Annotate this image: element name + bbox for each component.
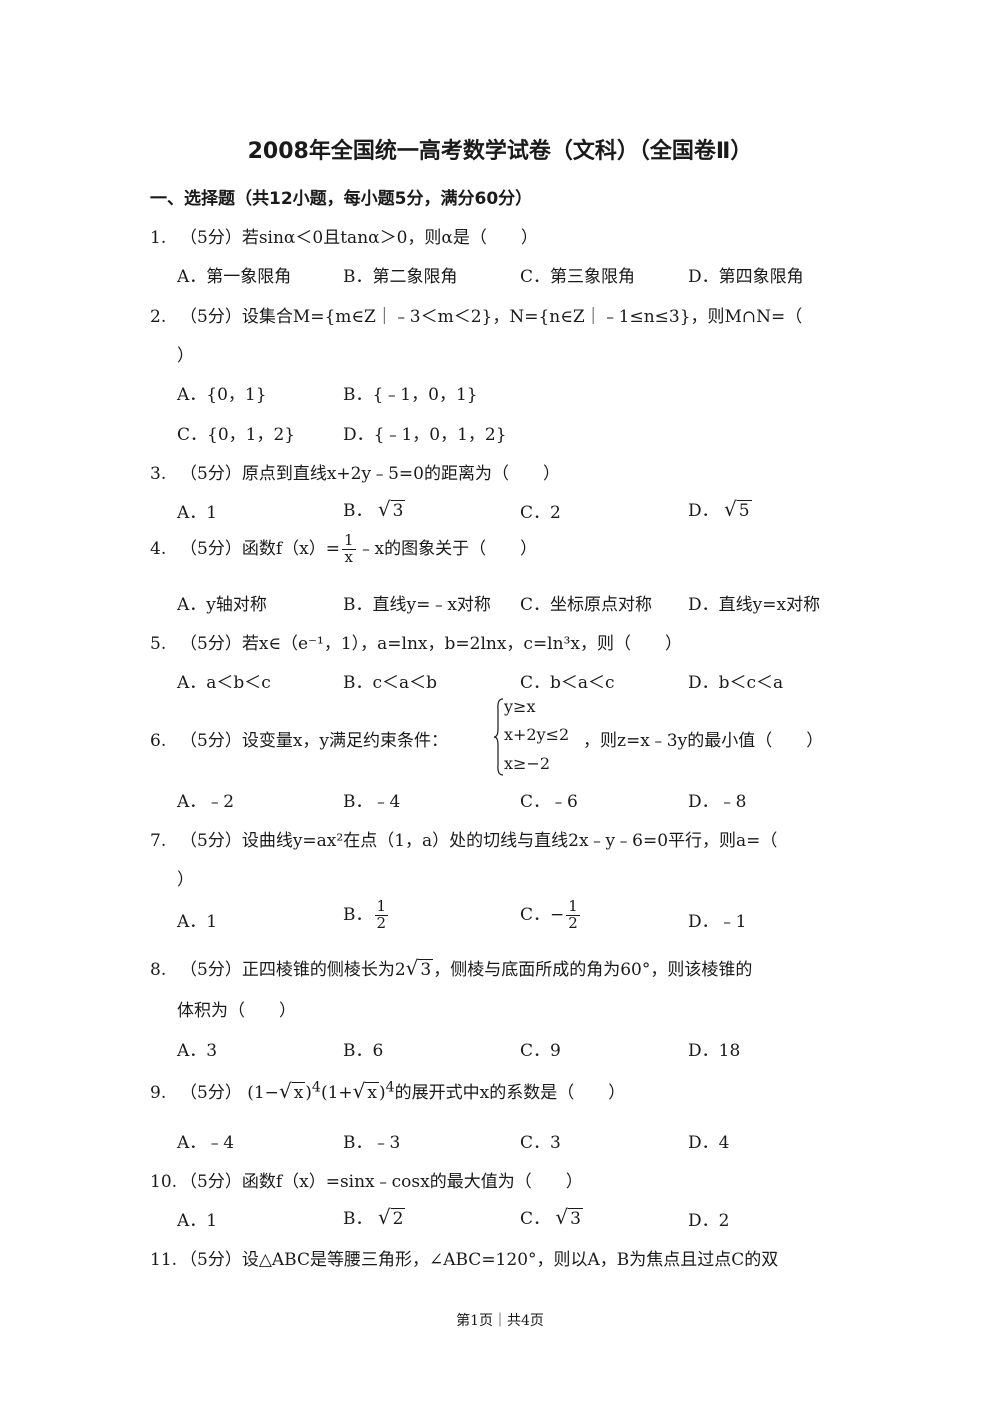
question-1: 1. （5分）若sinα＜0且tanα＞0，则α是（ ） (150, 223, 538, 248)
option-d: D．直线y=x对称 (688, 595, 821, 615)
question-continuation: ） (177, 870, 194, 890)
option-b: B．﹣3 (343, 1133, 401, 1153)
option-a: A．第一象限角 (177, 267, 292, 287)
option-c: C．﹣6 (520, 792, 578, 812)
option-c: C．坐标原点对称 (520, 595, 653, 615)
option-c: C． √3 (520, 1205, 583, 1229)
section-heading: 一、选择题（共12小题，每小题5分，满分60分） (150, 189, 533, 209)
question-10: 10.（5分）函数f（x）=sinx﹣cosx的最大值为（ ） (150, 1167, 583, 1192)
left-brace-icon (494, 698, 504, 776)
question-6-tail: ，则z=x﹣3y的最小值（ ） (583, 731, 824, 751)
option-b: B．6 (343, 1041, 384, 1061)
option-b: B． √3 (343, 497, 406, 521)
question-number: 4. (150, 538, 167, 559)
page-footer: 第1页｜共4页 (456, 1313, 544, 1329)
option-d: D．{﹣1，0，1，2} (343, 425, 507, 445)
sqrt-expression: √3 (555, 1205, 583, 1229)
constraint-system: y≥x x+2y≤2 x≥−2 (494, 697, 594, 777)
question-text: （5分）原点到直线x+2y﹣5=0的距离为（ ） (180, 464, 560, 484)
question-number: 10. (150, 1172, 178, 1192)
option-b: B．c＜a＜b (343, 673, 438, 693)
sqrt-expression: √2 (377, 1205, 406, 1229)
option-d: D． √5 (688, 497, 752, 521)
option-b: B．﹣4 (343, 792, 401, 812)
option-a: A．1 (177, 1211, 218, 1231)
question-text: （5分）设曲线y=ax²在点（1，a）处的切线与直线2x﹣y﹣6=0平行，则a=… (180, 831, 778, 851)
question-continuation: ） (177, 346, 194, 366)
question-number: 7. (150, 831, 167, 851)
option-c: C．第三象限角 (520, 267, 636, 287)
question-11: 11.（5分）设△ABC是等腰三角形，∠ABC=120°，则以A，B为焦点且过点… (150, 1245, 778, 1270)
question-text: （5分）函数f（x）=sinx﹣cosx的最大值为（ ） (180, 1172, 583, 1192)
option-a: A．﹣4 (177, 1133, 235, 1153)
constraint-row: x+2y≤2 (504, 725, 570, 744)
option-a: A．﹣2 (177, 792, 235, 812)
option-a: A．1 (177, 503, 218, 523)
option-a: A．{0，1} (177, 385, 267, 405)
question-number: 5. (150, 634, 167, 654)
question-9: 9.（5分） (1−√x)4(1+√x)4的展开式中x的系数是（ ） (150, 1079, 626, 1103)
option-c: C．{0，1，2} (177, 425, 296, 445)
question-text: （5分）设集合M={m∈Z｜﹣3＜m＜2}，N={n∈Z｜﹣1≤n≤3}，则M∩… (180, 307, 803, 327)
question-7: 7. （5分）设曲线y=ax²在点（1，a）处的切线与直线2x﹣y﹣6=0平行，则… (150, 826, 777, 851)
option-d: D．﹣1 (688, 912, 747, 932)
question-number: 11. (150, 1250, 178, 1270)
question-5: 5. （5分）若x∈（e⁻¹，1），a=lnx，b=2lnx，c=ln³x，则（ … (150, 629, 682, 654)
expansion-expression: (1−√x)4(1+√x)4 (247, 1079, 395, 1103)
option-d: D．2 (688, 1211, 730, 1231)
option-a: A．a＜b＜c (177, 673, 271, 693)
constraint-row: x≥−2 (504, 754, 551, 773)
question-number: 2. (150, 307, 167, 327)
sqrt-expression: √5 (724, 497, 752, 521)
question-text: （5分）若sinα＜0且tanα＞0，则α是（ ） (180, 228, 538, 248)
option-d: D．b＜c＜a (688, 673, 784, 693)
option-a: A．1 (177, 912, 218, 932)
question-3: 3. （5分）原点到直线x+2y﹣5=0的距离为（ ） (150, 459, 560, 484)
question-8: 8.（5分）正四棱锥的侧棱长为2√3，侧棱与底面所成的角为60°，则该棱锥的 (150, 956, 753, 980)
option-a: A．3 (177, 1041, 218, 1061)
question-number: 3. (150, 464, 167, 484)
question-2: 2. （5分）设集合M={m∈Z｜﹣3＜m＜2}，N={n∈Z｜﹣1≤n≤3}，则… (150, 302, 802, 327)
option-d: D．第四象限角 (688, 267, 804, 287)
question-number: 1. (150, 228, 167, 248)
question-number: 9. (150, 1083, 167, 1103)
page-title: 2008年全国统一高考数学试卷（文科）（全国卷Ⅱ） (247, 139, 753, 164)
option-b: B．第二象限角 (343, 267, 458, 287)
option-b: B．{﹣1，0，1} (343, 385, 478, 405)
question-text: （5分）若x∈（e⁻¹，1），a=lnx，b=2lnx，c=ln³x，则（ ） (180, 634, 682, 654)
option-b: B．直线y=﹣x对称 (343, 595, 491, 615)
option-c: C．9 (520, 1041, 561, 1061)
option-a: A．y轴对称 (177, 595, 267, 615)
option-d: D．4 (688, 1133, 730, 1153)
sqrt-expression: √3 (405, 956, 434, 980)
question-number: 6. (150, 731, 167, 751)
option-c: C．b＜a＜c (520, 673, 615, 693)
question-text: （5分）设△ABC是等腰三角形，∠ABC=120°，则以A，B为焦点且过点C的双 (180, 1250, 779, 1270)
question-continuation: 体积为（ ） (177, 1001, 296, 1021)
option-d: D．﹣8 (688, 792, 747, 812)
question-6: 6.（5分）设变量x，y满足约束条件： (150, 731, 449, 751)
option-d: D．18 (688, 1041, 741, 1061)
constraint-row: y≥x (504, 697, 536, 716)
option-c: C．3 (520, 1133, 561, 1153)
sqrt-expression: √3 (377, 497, 406, 521)
option-b: B． √2 (343, 1205, 406, 1229)
option-c: C．2 (520, 503, 561, 523)
question-number: 8. (150, 960, 167, 980)
